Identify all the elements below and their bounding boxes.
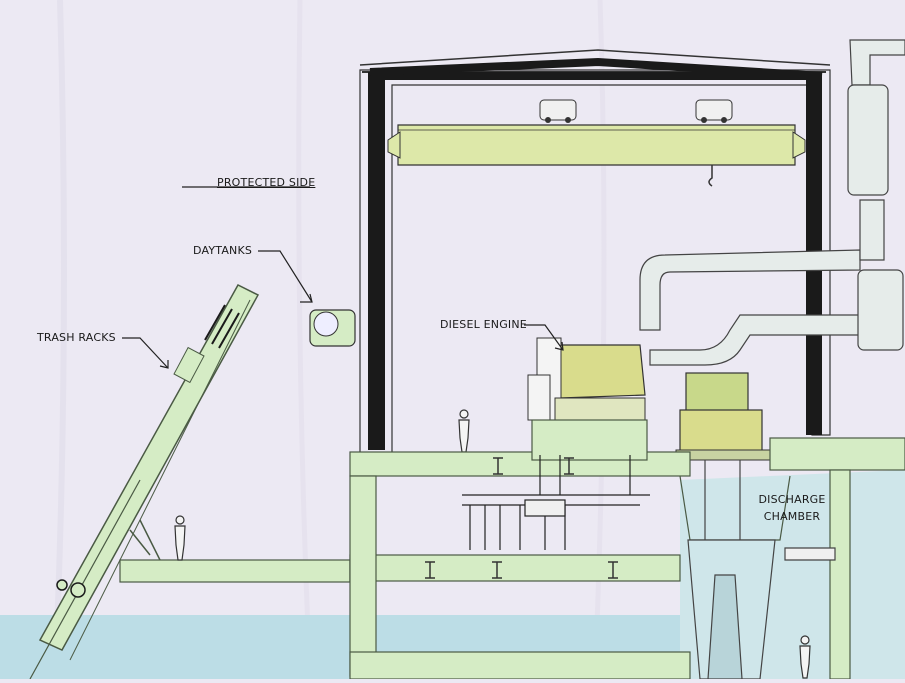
building-frame [359, 49, 831, 456]
intake-walkway [119, 559, 351, 583]
pump-column [687, 460, 836, 680]
label-protected-side: PROTECTED SIDE [217, 176, 316, 189]
overhead-crane [387, 99, 806, 187]
label-diesel-engine: DIESEL ENGINE [440, 318, 527, 331]
building-slabs [349, 419, 905, 680]
daytank [309, 309, 356, 347]
label-discharge-line2: CHAMBER [763, 510, 821, 523]
leader-lines [122, 186, 564, 369]
pump-motor [675, 372, 787, 461]
exhaust-ducts [639, 39, 905, 366]
label-daytanks: DAYTANKS [193, 244, 253, 257]
i-beams [425, 457, 618, 579]
label-trash-racks: TRASH RACKS [37, 331, 116, 344]
trash-rack [29, 284, 260, 680]
label-discharge-line1: DISCHARGE [758, 493, 826, 506]
fuel-piping [462, 455, 650, 550]
